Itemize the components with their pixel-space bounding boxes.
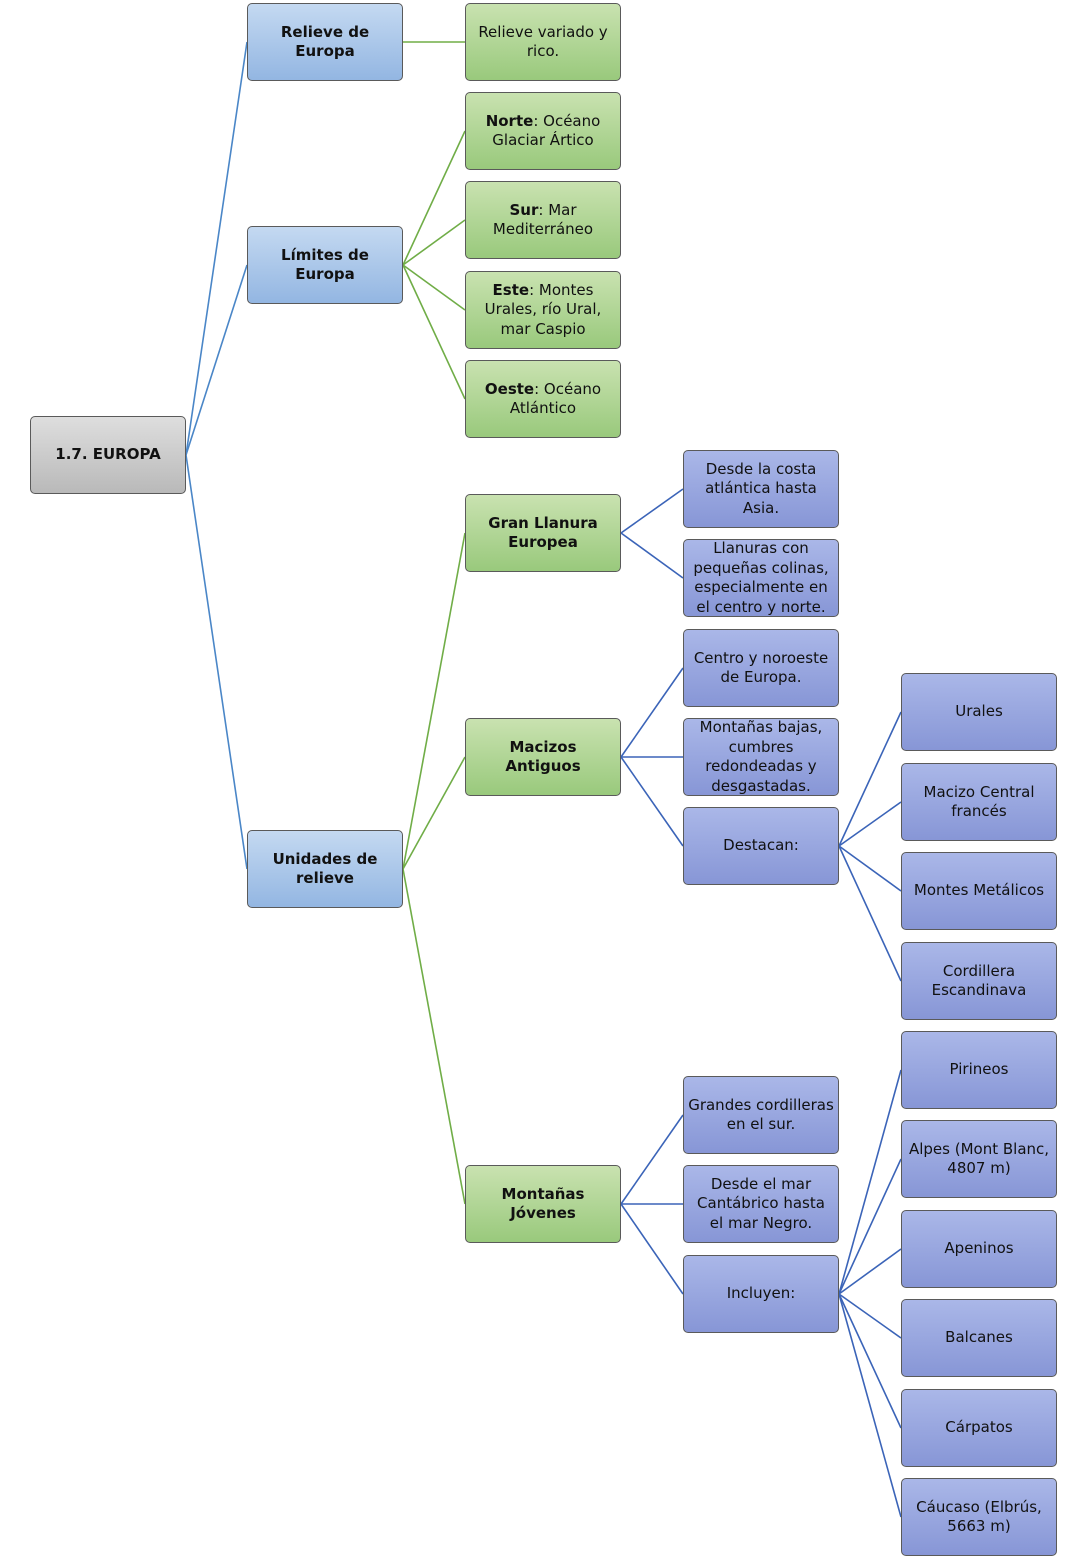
connector-jo_d3-ji1 xyxy=(838,1158,902,1295)
node-relieve-variado: Relieve variado y rico. xyxy=(465,3,621,81)
node-caucaso: Cáucaso (Elbrús, 5663 m) xyxy=(901,1478,1057,1556)
node-limite-oeste: Oeste: Océano Atlántico xyxy=(465,360,621,438)
node-montanas-jovenes: Montañas Jóvenes xyxy=(465,1165,621,1243)
node-unidades-de-relieve: Unidades de relieve xyxy=(247,830,403,908)
node-macizos-antiguos: Macizos Antiguos xyxy=(465,718,621,796)
connector-limites-norte xyxy=(402,130,466,266)
node-carpatos: Cárpatos xyxy=(901,1389,1057,1467)
connector-macizos-ma_d1 xyxy=(620,667,684,758)
node-limites-de-europa: Límites de Europa xyxy=(247,226,403,304)
node-balcanes: Balcanes xyxy=(901,1299,1057,1377)
node-limite-norte: Norte: Océano Glaciar Ártico xyxy=(465,92,621,170)
root-label: 1.7. EUROPA xyxy=(55,445,161,464)
connector-unidades-jovenes xyxy=(402,868,466,1205)
node-jovenes-cantabrico-negro: Desde el mar Cantábrico hasta el mar Neg… xyxy=(683,1165,839,1243)
node-jovenes-cordilleras-sur: Grandes cordilleras en el sur. xyxy=(683,1076,839,1154)
connector-jo_d3-ji5 xyxy=(838,1293,902,1518)
node-pirineos: Pirineos xyxy=(901,1031,1057,1109)
node-alpes: Alpes (Mont Blanc, 4807 m) xyxy=(901,1120,1057,1198)
node-llanura-colinas: Llanuras con pequeñas colinas, especialm… xyxy=(683,539,839,617)
root-node-europa: 1.7. EUROPA xyxy=(30,416,186,494)
connector-jovenes-jo_d1 xyxy=(620,1114,684,1205)
node-macizos-destacan: Destacan: xyxy=(683,807,839,885)
connector-limites-este xyxy=(402,264,466,311)
connector-limites-oeste xyxy=(402,264,466,400)
connector-root-relieve xyxy=(185,41,248,456)
node-montes-metalicos: Montes Metálicos xyxy=(901,852,1057,930)
connector-jo_d3-ji0 xyxy=(838,1069,902,1295)
connector-jo_d3-ji4 xyxy=(838,1293,902,1429)
connector-unidades-macizos xyxy=(402,756,466,870)
connector-limites-sur xyxy=(402,219,466,266)
connector-macizos-ma_d3 xyxy=(620,756,684,847)
connector-llanura-ll_d2 xyxy=(620,532,684,579)
connector-ma_d3-mi2 xyxy=(838,845,902,892)
node-macizos-montanas-bajas: Montañas bajas, cumbres redondeadas y de… xyxy=(683,718,839,796)
node-limite-sur: Sur: Mar Mediterráneo xyxy=(465,181,621,259)
connector-llanura-ll_d1 xyxy=(620,488,684,534)
node-gran-llanura-europea: Gran Llanura Europea xyxy=(465,494,621,572)
connector-root-limites xyxy=(185,264,248,456)
connector-unidades-llanura xyxy=(402,532,466,870)
connector-ma_d3-mi0 xyxy=(838,711,902,847)
connector-jo_d3-ji2 xyxy=(838,1248,902,1295)
connector-jovenes-jo_d3 xyxy=(620,1203,684,1295)
connector-ma_d3-mi1 xyxy=(838,801,902,847)
node-urales: Urales xyxy=(901,673,1057,751)
node-cordillera-escandinava: Cordillera Escandinava xyxy=(901,942,1057,1020)
node-jovenes-incluyen: Incluyen: xyxy=(683,1255,839,1333)
connector-root-unidades xyxy=(185,454,248,870)
node-macizo-central-frances: Macizo Central francés xyxy=(901,763,1057,841)
node-apeninos: Apeninos xyxy=(901,1210,1057,1288)
connector-ma_d3-mi3 xyxy=(838,845,902,982)
node-llanura-costa-atlantica: Desde la costa atlántica hasta Asia. xyxy=(683,450,839,528)
connector-jo_d3-ji3 xyxy=(838,1293,902,1339)
node-macizos-centro-noroeste: Centro y noroeste de Europa. xyxy=(683,629,839,707)
node-limite-este: Este: Montes Urales, río Ural, mar Caspi… xyxy=(465,271,621,349)
node-relieve-de-europa: Relieve de Europa xyxy=(247,3,403,81)
